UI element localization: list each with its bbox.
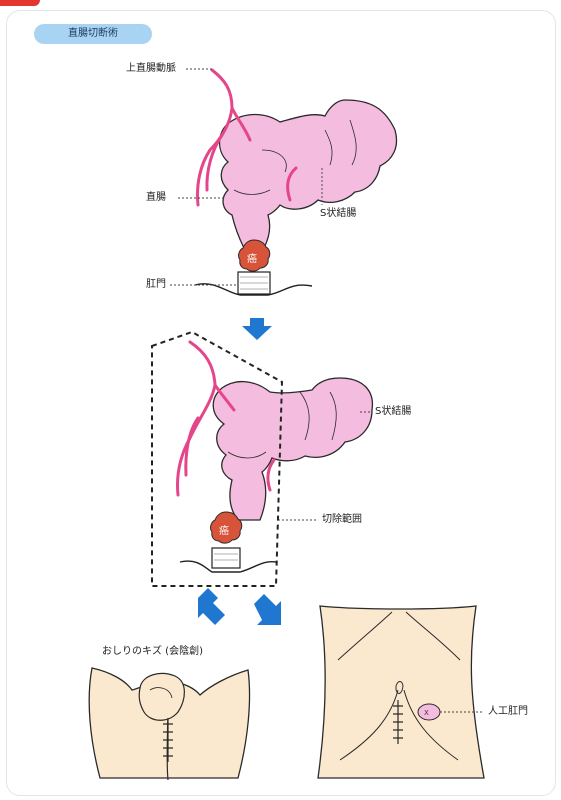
mid-tumor-label: 癌	[219, 524, 229, 537]
caption-perineal-wound: おしりのキズ (会陰創)	[102, 646, 203, 658]
label-artery: 上直腸動脈	[126, 63, 176, 75]
arrow-down-left	[198, 588, 225, 625]
mid-anal-canal	[212, 548, 240, 568]
top-tumor-label: 癌	[247, 252, 257, 265]
middle-diagram: 癌	[152, 332, 372, 586]
down-arrow	[242, 318, 272, 340]
label-stoma: 人工肛門	[488, 706, 528, 718]
stoma	[418, 704, 440, 720]
label-resection-range: 切除範囲	[322, 514, 362, 526]
buttocks-stump	[139, 673, 184, 720]
stoma-mark: X	[424, 709, 429, 717]
abdomen-diagram: X	[318, 606, 484, 778]
top-intestine	[220, 100, 397, 248]
label-sigmoid-top: S状結腸	[320, 208, 356, 220]
top-diagram: 癌	[170, 69, 397, 295]
mid-intestine	[213, 378, 372, 520]
label-anus: 肛門	[146, 279, 166, 291]
arrow-down-right	[254, 594, 281, 625]
label-rectum: 直腸	[146, 192, 166, 204]
label-sigmoid-mid: S状結腸	[375, 406, 411, 418]
buttocks-diagram	[89, 668, 249, 780]
